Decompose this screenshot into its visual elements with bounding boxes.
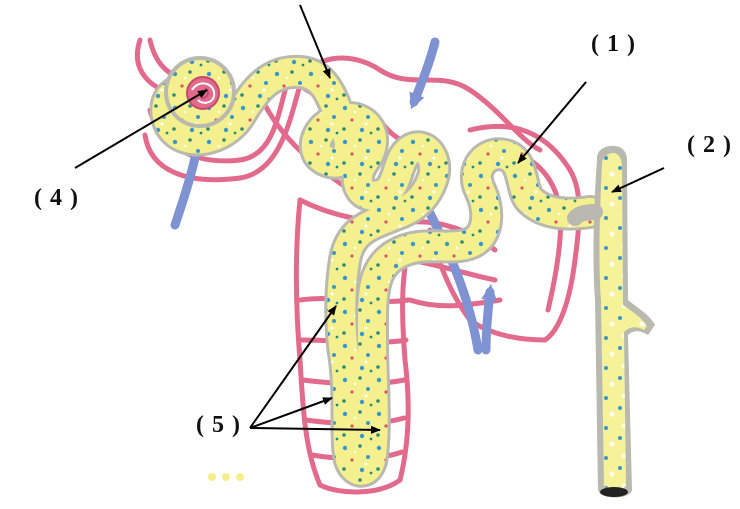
- glomerulus: [166, 58, 234, 126]
- decorative-dots: [208, 473, 244, 481]
- label-4: ( 4 ): [34, 186, 79, 210]
- label-5: ( 5 ): [196, 413, 241, 437]
- label-2: ( 2 ): [687, 133, 732, 157]
- label-1: ( 1 ): [591, 32, 636, 56]
- pointer-5a: [250, 306, 336, 428]
